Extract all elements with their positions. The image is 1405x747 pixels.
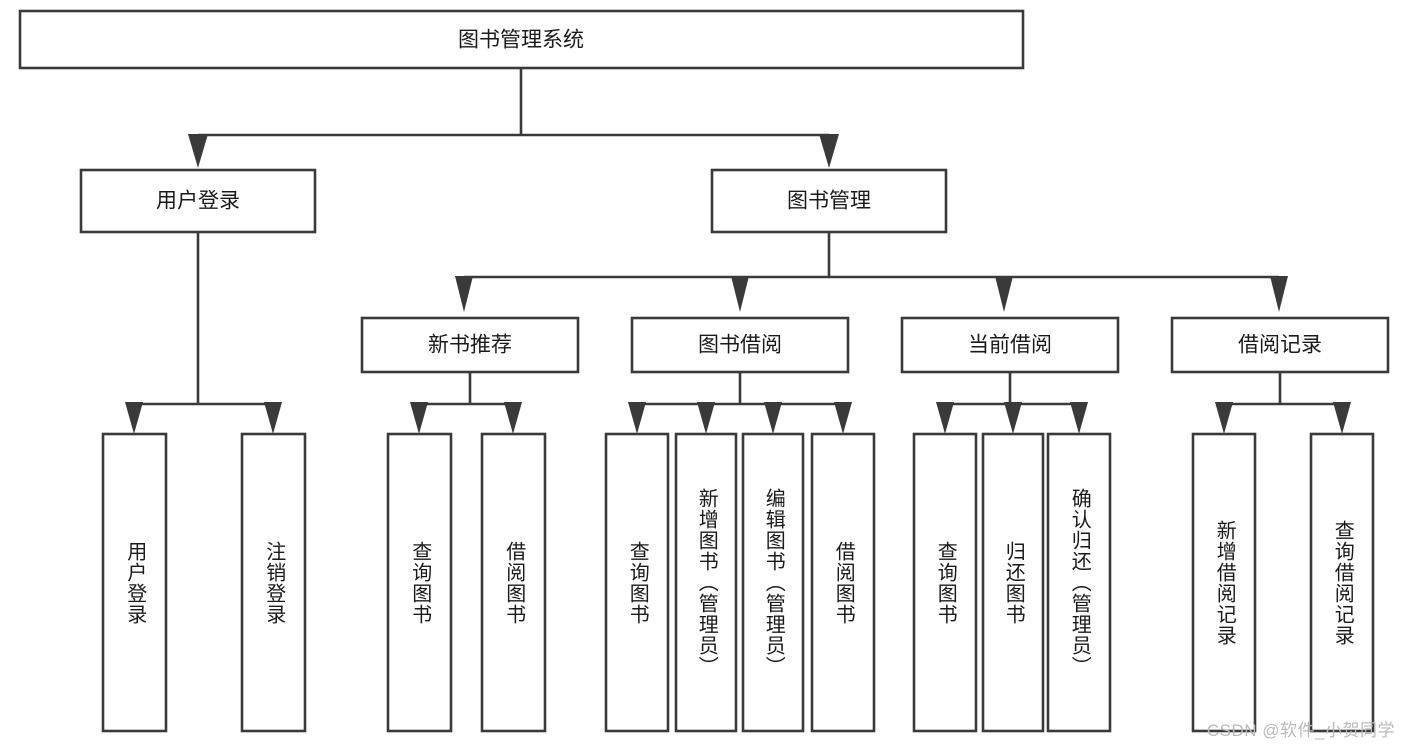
leaf-user-login-1-box[interactable] bbox=[240, 432, 307, 733]
node-book-manage-label: 图书管理 bbox=[787, 190, 871, 213]
arrow-borrow-record-leaf2-icon bbox=[1333, 402, 1351, 434]
arrow-borrow-record-leaf1-icon bbox=[1215, 402, 1233, 434]
node-new-book-recommend-box[interactable] bbox=[360, 316, 580, 374]
leaf-book-borrow-3-box[interactable] bbox=[810, 432, 876, 733]
node-book-manage-box[interactable] bbox=[710, 168, 948, 234]
node-borrow-record-label: 借阅记录 bbox=[1238, 334, 1322, 357]
arrow-user-login-leaf1-icon bbox=[125, 402, 143, 434]
node-user-login-label: 用户登录 bbox=[156, 190, 240, 213]
leaf-current-borrow-1-box[interactable] bbox=[981, 432, 1045, 733]
arrow-book-borrow-leaf4-icon bbox=[834, 402, 852, 434]
arrow-root-to-user-login-icon bbox=[188, 134, 208, 168]
node-new-book-recommend-label: 新书推荐 bbox=[428, 334, 512, 357]
arrow-book-borrow-leaf2-icon bbox=[697, 402, 715, 434]
arrow-book-manage-to-current-borrow-icon bbox=[995, 276, 1013, 312]
leaf-book-borrow-0-box[interactable] bbox=[604, 432, 670, 733]
node-current-borrow-label: 当前借阅 bbox=[968, 334, 1052, 357]
leaf-new-book-1-box[interactable] bbox=[480, 432, 547, 733]
arrow-book-borrow-leaf1-icon bbox=[628, 402, 646, 434]
arrow-new-book-leaf1-icon bbox=[410, 402, 428, 434]
watermark-text: CSDN @软件_小贺同学 bbox=[1206, 721, 1395, 740]
arrow-book-manage-to-book-borrow-icon bbox=[731, 276, 749, 312]
leaf-borrow-record-1-box[interactable] bbox=[1309, 432, 1375, 733]
leaf-book-borrow-2-box[interactable] bbox=[741, 432, 805, 733]
leaf-user-login-0-box[interactable] bbox=[101, 432, 168, 733]
node-current-borrow-box[interactable] bbox=[900, 316, 1120, 374]
arrow-book-manage-to-new-book-icon bbox=[455, 276, 473, 312]
arrow-user-login-leaf2-icon bbox=[264, 402, 282, 434]
arrow-current-borrow-leaf1-icon bbox=[936, 402, 954, 434]
leaf-borrow-record-0-box[interactable] bbox=[1191, 432, 1257, 733]
leaf-book-borrow-1-box[interactable] bbox=[674, 432, 738, 733]
leaf-new-book-0-box[interactable] bbox=[386, 432, 453, 733]
arrow-current-borrow-leaf3-icon bbox=[1070, 402, 1088, 434]
leaf-current-borrow-0-box[interactable] bbox=[912, 432, 978, 733]
node-borrow-record-box[interactable] bbox=[1170, 316, 1390, 374]
arrow-current-borrow-leaf2-icon bbox=[1004, 402, 1022, 434]
node-root-box[interactable] bbox=[18, 9, 1025, 70]
arrow-book-manage-to-borrow-record-icon bbox=[1270, 276, 1288, 312]
arrow-book-borrow-leaf3-icon bbox=[764, 402, 782, 434]
arrow-root-to-book-manage-icon bbox=[819, 134, 839, 168]
arrow-new-book-leaf2-icon bbox=[504, 402, 522, 434]
node-book-borrow-label: 图书借阅 bbox=[698, 334, 782, 357]
leaf-current-borrow-2-box[interactable] bbox=[1046, 432, 1112, 733]
node-root-label: 图书管理系统 bbox=[458, 29, 584, 52]
